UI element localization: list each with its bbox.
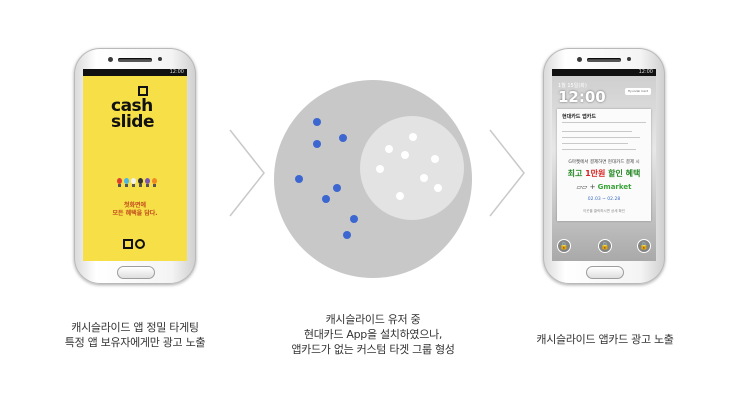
home-button xyxy=(117,266,155,279)
phone-cashslide-splash: 12:00 cash slide 첫화면에 모든 혜택을 담다. xyxy=(74,48,196,284)
status-bar: 12:00 xyxy=(83,69,187,76)
logo-square-mark xyxy=(138,86,148,96)
gmarket-logo: Gmarket xyxy=(597,183,632,191)
ad-text-line xyxy=(562,149,636,150)
chevron-right-icon xyxy=(489,129,525,217)
cashslide-logo: cash slide xyxy=(111,96,154,132)
unlock-slider[interactable]: 🔒 🔒 🔒 xyxy=(552,236,656,256)
ad-text-line xyxy=(562,143,628,144)
target-dot xyxy=(376,165,384,173)
target-dot xyxy=(434,184,442,192)
phone-sensor xyxy=(627,57,631,61)
user-dot xyxy=(313,140,321,148)
hyundai-card-logo-icon: ▱▱ xyxy=(576,183,588,191)
user-dot xyxy=(350,215,358,223)
caption-left-line-1: 캐시슬라이드 앱 정밀 타게팅 xyxy=(71,321,199,334)
user-dot xyxy=(295,175,303,183)
phone-camera xyxy=(108,57,113,62)
target-dot xyxy=(385,145,393,153)
phone-screen: 12:00 1월 15일(화) 12:00 Hyundai Card 현대카드 … xyxy=(552,69,656,261)
cashslide-splash-screen: cash slide 첫화면에 모든 혜택을 담다. xyxy=(83,76,187,261)
ad-period: 02.03 ~ 02.28 xyxy=(587,197,621,202)
user-dot xyxy=(339,134,347,142)
logo-line-2: slide xyxy=(111,112,154,132)
ad-text-line xyxy=(562,131,632,132)
target-dot xyxy=(401,151,409,159)
user-dot xyxy=(333,184,341,192)
square-badge-icon xyxy=(123,239,133,249)
appcard-ad-banner[interactable]: 현대카드 앱카드 G마켓에서 결제하면 현대카드 결제 시 최고 1만원 할인 … xyxy=(557,109,651,221)
caption-left: 캐시슬라이드 앱 정밀 타게팅 특정 앱 보유자에게만 광고 노출 xyxy=(40,320,230,350)
phone-screen: 12:00 cash slide 첫화면에 모든 혜택을 담다. xyxy=(83,69,187,261)
target-dot xyxy=(396,192,404,200)
phone-lockscreen-ad: 12:00 1월 15일(화) 12:00 Hyundai Card 현대카드 … xyxy=(543,48,665,284)
chevron-right-icon xyxy=(229,129,265,217)
lock-right-icon[interactable]: 🔒 xyxy=(637,239,651,253)
caption-middle-line-2: 현대카드 App을 설치하였으나, xyxy=(303,328,443,341)
user-dot xyxy=(313,118,321,126)
splash-message: 첫화면에 모든 혜택을 담다. xyxy=(83,202,187,218)
ad-text-line xyxy=(562,137,640,138)
phone-camera xyxy=(577,57,582,62)
ad-subtext: G마켓에서 결제하면 현대카드 결제 시 xyxy=(568,160,640,165)
phone-earpiece xyxy=(587,58,621,62)
caption-middle-line-1: 캐시슬라이드 유저 중 xyxy=(325,313,421,326)
home-button xyxy=(586,266,624,279)
lightbulbs-illustration xyxy=(117,176,159,188)
logo-plus: + xyxy=(589,183,596,191)
splash-message-line-2: 모든 혜택을 담다. xyxy=(112,210,158,217)
phone-earpiece xyxy=(118,58,152,62)
ad-heading: 현대카드 앱카드 xyxy=(562,114,596,120)
ad-discount-suffix: 할인 혜택 xyxy=(605,169,641,178)
caption-right-line-1: 캐시슬라이드 앱카드 광고 노출 xyxy=(536,333,674,346)
circle-badge-icon xyxy=(135,239,145,249)
target-dot xyxy=(431,155,439,163)
caption-middle-line-3: 앱카드가 없는 커스텀 타겟 그룹 형성 xyxy=(291,343,455,356)
user-dot xyxy=(343,231,351,239)
phone-sensor xyxy=(158,57,162,61)
ad-brand-tag: Hyundai Card xyxy=(625,88,651,95)
lockscreen: 1월 15일(화) 12:00 Hyundai Card 현대카드 앱카드 G마… xyxy=(552,76,656,261)
caption-right: 캐시슬라이드 앱카드 광고 노출 xyxy=(510,332,700,347)
ad-discount-amount: 1만원 xyxy=(585,169,606,178)
caption-middle: 캐시슬라이드 유저 중 현대카드 App을 설치하였으나, 앱카드가 없는 커스… xyxy=(268,312,478,357)
splash-message-line-1: 첫화면에 xyxy=(123,202,147,209)
lockscreen-date: 1월 15일(화) xyxy=(558,83,587,89)
caption-left-line-2: 특정 앱 보유자에게만 광고 노출 xyxy=(64,336,206,349)
status-bar: 12:00 xyxy=(552,69,656,76)
target-dot xyxy=(409,133,417,141)
ad-divider xyxy=(562,122,646,123)
ad-discount-headline: 최고 1만원 할인 혜택 xyxy=(557,168,651,179)
ad-footer: 이곳을 클릭하시면 상세 확인 xyxy=(583,209,625,213)
user-dot xyxy=(322,195,330,203)
ad-partner-logos: ▱▱ + Gmarket xyxy=(557,183,651,191)
lock-left-icon[interactable]: 🔒 xyxy=(557,239,571,253)
target-dot xyxy=(420,174,428,182)
lockscreen-clock: 12:00 xyxy=(558,88,606,106)
ad-discount-prefix: 최고 xyxy=(567,169,586,178)
lock-center-icon[interactable]: 🔒 xyxy=(598,239,612,253)
logo-line-1: cash xyxy=(111,96,153,116)
